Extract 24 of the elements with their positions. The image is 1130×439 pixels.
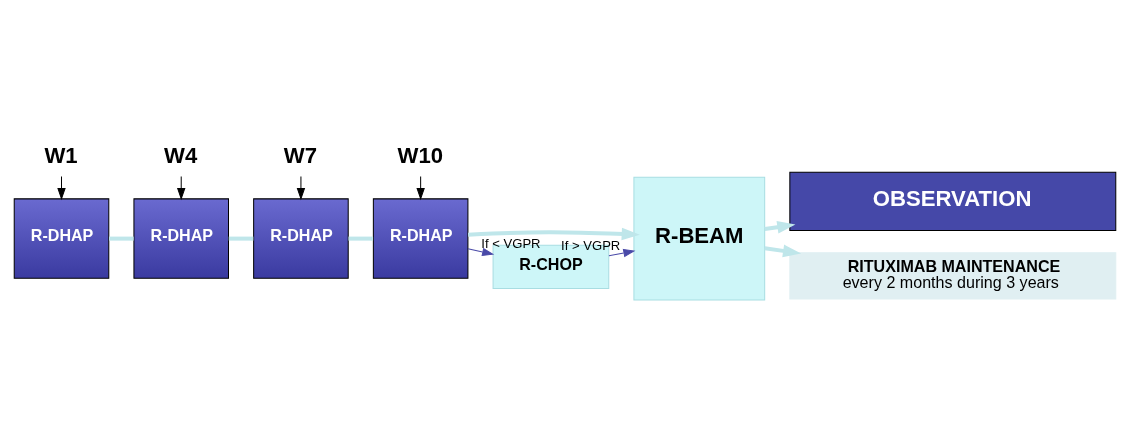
arrow xyxy=(416,175,425,200)
node-text: W7 xyxy=(283,142,318,168)
arrow xyxy=(176,175,186,200)
node-box: R-DHAP xyxy=(253,197,349,279)
node-text: W10 xyxy=(397,142,443,168)
arrow xyxy=(57,175,66,200)
node-box: RITUXIMAB MAINTENANCE every 2 months during 3 years xyxy=(789,251,1117,299)
node-box: R-DHAP xyxy=(372,197,469,279)
connector xyxy=(109,236,134,241)
edge-label: If < VGPR xyxy=(481,235,541,251)
edge-label: If > VGPR xyxy=(561,237,621,253)
arrow xyxy=(467,247,495,256)
arrow xyxy=(608,248,636,257)
connector xyxy=(348,236,374,241)
node-box: R-DHAP xyxy=(13,197,110,279)
arrow xyxy=(764,244,802,257)
node-box: R-BEAM xyxy=(633,176,766,300)
arrow xyxy=(296,175,306,200)
node-text: W1 xyxy=(44,142,78,168)
node-box: OBSERVATION xyxy=(789,171,1117,231)
node-text: W4 xyxy=(164,142,198,168)
connector xyxy=(228,236,254,241)
node-box: R-DHAP xyxy=(133,197,229,279)
arrow xyxy=(468,227,640,240)
